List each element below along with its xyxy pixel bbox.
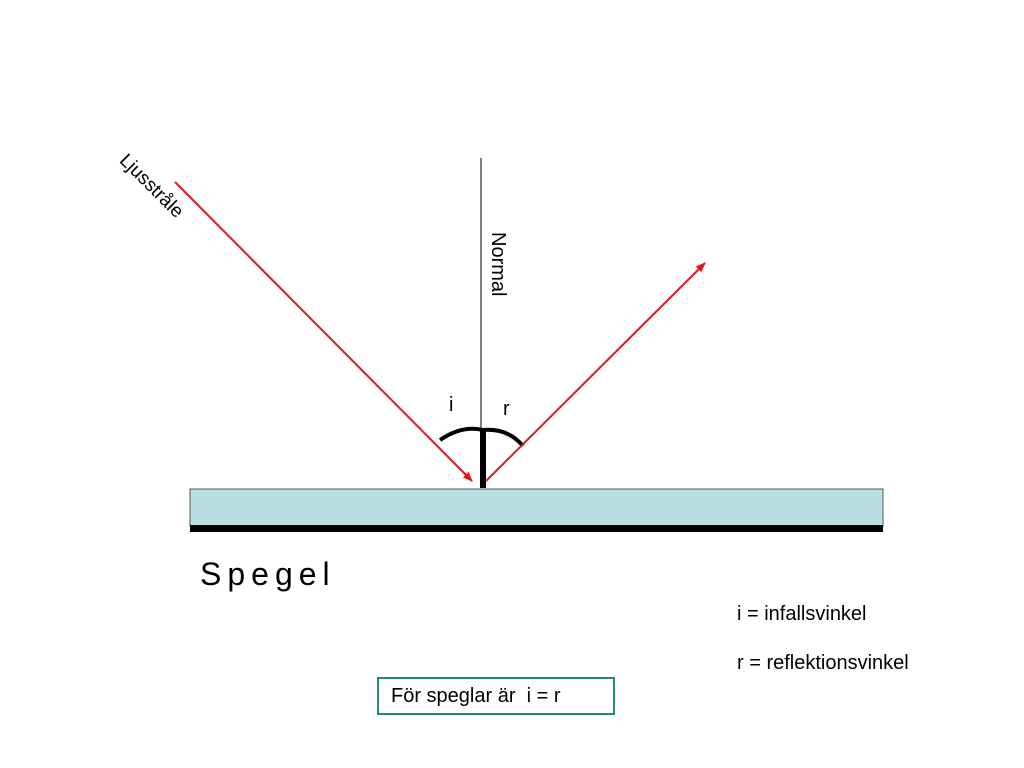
reflection-rule-box: För speglar är i = r: [377, 677, 615, 715]
angle-i-label: i: [449, 394, 454, 416]
mirror-backing: [190, 525, 883, 532]
legend-i-definition: i = infallsvinkel: [737, 603, 867, 625]
angle-legend: i = infallsvinkel r = reflektionsvinkel: [737, 590, 909, 688]
normal-label: Normal: [487, 232, 509, 297]
reflected-ray: [485, 262, 706, 482]
incident-ray: [174, 181, 473, 482]
mirror-label: Spegel: [200, 556, 336, 592]
angle-arc-r: [482, 427, 525, 448]
legend-r-definition: r = reflektionsvinkel: [737, 652, 909, 674]
angle-arc-i: [438, 426, 484, 442]
angle-r-label: r: [503, 398, 510, 420]
mirror-surface: [189, 488, 884, 527]
